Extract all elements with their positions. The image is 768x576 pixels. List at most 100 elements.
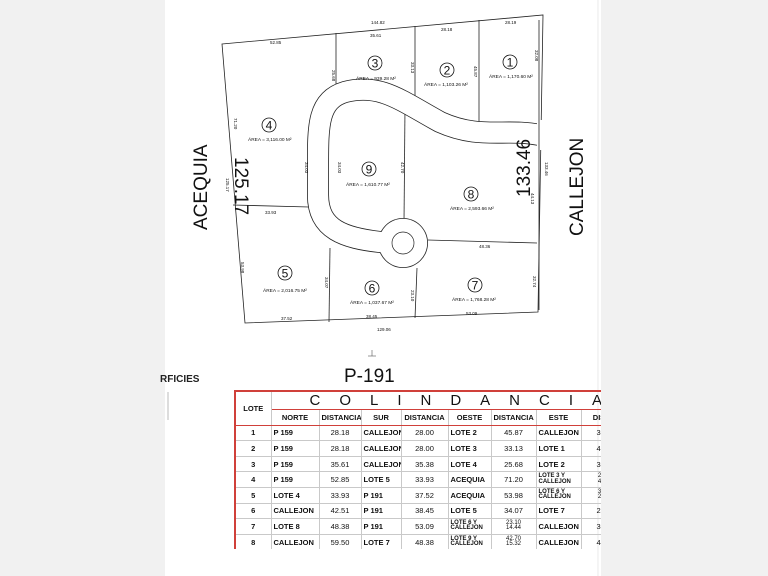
svg-text:52.85: 52.85 bbox=[270, 40, 282, 45]
table-cell: CALLEJON bbox=[360, 455, 402, 473]
lot-number-cell: 7 bbox=[234, 518, 272, 535]
table-cell: 28.00 bbox=[400, 424, 449, 442]
table-cell: 37.52 bbox=[400, 486, 449, 504]
svg-text:ÁREA = 1,610.77 M²: ÁREA = 1,610.77 M² bbox=[346, 181, 390, 188]
table-cell: 33.93 bbox=[318, 486, 362, 504]
table-cell: 44.1 bbox=[580, 533, 601, 549]
cell-line: LOTE 9 Y bbox=[450, 535, 478, 542]
table-cell: 28.18 bbox=[318, 424, 362, 442]
cell-line: 25.6 bbox=[597, 473, 601, 480]
svg-text:53.09: 53.09 bbox=[466, 311, 478, 316]
svg-text:ÁREA = 3,116.00 M²: ÁREA = 3,116.00 M² bbox=[248, 136, 292, 143]
cell-line: 23.10 bbox=[505, 519, 521, 526]
table-cell: 48.38 bbox=[318, 518, 362, 535]
column-header: SUR bbox=[360, 409, 402, 426]
svg-text:5: 5 bbox=[282, 267, 289, 281]
roundabout-island bbox=[391, 231, 415, 255]
cell-line: CALLEJON bbox=[450, 525, 483, 532]
table-cell: LOTE 5 bbox=[447, 502, 492, 520]
table-cell: CALLEJON bbox=[360, 424, 402, 442]
svg-text:9: 9 bbox=[366, 163, 373, 177]
table-cell: 33.13 bbox=[490, 440, 537, 457]
table-title: COLINDANCIAS bbox=[270, 390, 601, 410]
cell-line: LOTE 3 Y bbox=[538, 473, 566, 480]
svg-text:48.36: 48.36 bbox=[479, 244, 491, 249]
column-header: NORTE bbox=[270, 409, 320, 426]
table-cell: 48.38 bbox=[400, 533, 449, 549]
lot-number-cell: 4 bbox=[234, 471, 272, 488]
table-cell: CALLEJON bbox=[360, 440, 402, 457]
cell-line: CALLEJON bbox=[538, 478, 571, 485]
svg-text:44.13: 44.13 bbox=[530, 193, 535, 205]
svg-text:34.03: 34.03 bbox=[304, 162, 309, 174]
table-cell: 33.1 bbox=[580, 455, 601, 473]
table-cell: LOTE 7 bbox=[535, 502, 582, 520]
svg-text:33.93: 33.93 bbox=[265, 210, 277, 215]
table-cell: 71.20 bbox=[490, 471, 537, 488]
colindancias-table-wrapper: LOTE COLINDANCIAS NORTEDISTANCIASURDISTA… bbox=[234, 390, 601, 549]
svg-text:ÁREA = 2,593.66 M²: ÁREA = 2,593.66 M² bbox=[450, 205, 494, 212]
right-length-label: 133.46 bbox=[514, 139, 535, 197]
svg-text:34.07: 34.07 bbox=[324, 277, 329, 289]
table-cell: 25.68 bbox=[490, 455, 537, 473]
svg-text:3: 3 bbox=[372, 57, 379, 71]
svg-text:ÁREA = 939.28 M²: ÁREA = 939.28 M² bbox=[356, 75, 396, 82]
street-label-acequia: ACEQUIA bbox=[191, 144, 212, 230]
table-cell: LOTE 7 bbox=[360, 533, 402, 549]
left-length-label: 125.17 bbox=[230, 157, 251, 215]
column-header: DISTANCIA bbox=[400, 409, 449, 426]
table-cell: P 191 bbox=[360, 518, 402, 535]
lot-line bbox=[403, 107, 406, 223]
cell-line: LOTE 6 Y bbox=[450, 519, 478, 526]
svg-text:133.46: 133.46 bbox=[544, 162, 549, 176]
table-cell: 23.1 bbox=[580, 502, 601, 520]
lot-line bbox=[232, 204, 310, 208]
svg-text:23.10: 23.10 bbox=[410, 290, 415, 302]
table-cell: 25.648.7 bbox=[580, 471, 601, 488]
table-cell: LOTE 1 bbox=[535, 440, 582, 457]
table-cell: P 159 bbox=[270, 455, 320, 473]
table-cell: 28.00 bbox=[400, 440, 449, 457]
dimension-labels: 144.82 52.85 35.61 28.18 28.19 25.68 33.… bbox=[225, 20, 549, 332]
lot-number-cell: 3 bbox=[234, 455, 272, 473]
svg-text:33.13: 33.13 bbox=[410, 62, 415, 74]
column-header: DISTANCIA bbox=[490, 409, 537, 426]
table-cell: 53.09 bbox=[400, 518, 449, 535]
table-cell: 59.50 bbox=[318, 533, 362, 549]
table-cell: P 159 bbox=[270, 440, 320, 457]
svg-text:71.20: 71.20 bbox=[233, 118, 238, 130]
table-cell: P 159 bbox=[270, 424, 320, 442]
table-cell: P 191 bbox=[360, 486, 402, 504]
column-header: OESTE bbox=[447, 409, 492, 426]
table-cell: CALLEJON bbox=[270, 533, 320, 549]
lot-number-cell: 6 bbox=[234, 502, 272, 520]
svg-text:2: 2 bbox=[444, 64, 451, 78]
svg-text:ÁREA = 1,103.26 M²: ÁREA = 1,103.26 M² bbox=[424, 81, 468, 88]
svg-text:45.87: 45.87 bbox=[473, 66, 478, 78]
svg-text:7: 7 bbox=[472, 279, 479, 293]
svg-text:4: 4 bbox=[266, 119, 273, 133]
table-cell: CALLEJON bbox=[535, 533, 582, 549]
svg-text:37.52: 37.52 bbox=[281, 316, 293, 321]
svg-text:25.68: 25.68 bbox=[331, 70, 336, 82]
cell-line: 15.32 bbox=[505, 541, 521, 548]
svg-text:ÁREA = 1,037.67 M²: ÁREA = 1,037.67 M² bbox=[350, 299, 394, 306]
table-cell: 33.93 bbox=[400, 471, 449, 488]
table-cell: LOTE 3 bbox=[447, 440, 492, 457]
table-cell: LOTE 4 bbox=[447, 455, 492, 473]
column-header: DISTANCIA bbox=[318, 409, 362, 426]
lot-number-cell: 8 bbox=[234, 533, 272, 549]
